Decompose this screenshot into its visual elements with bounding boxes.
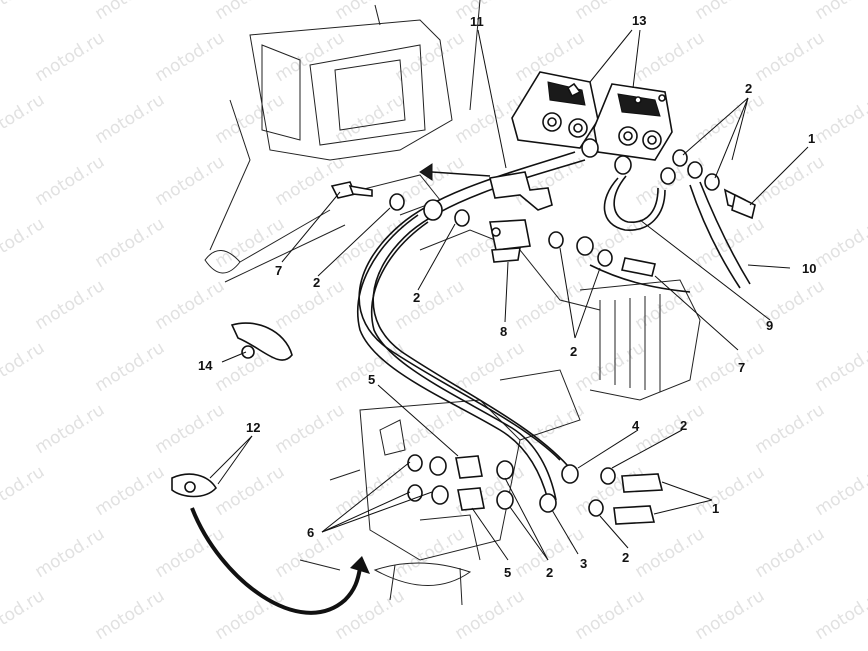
watermark-text: motod.ru [811,90,868,148]
watermark-text: motod.ru [91,462,168,520]
watermark-text: motod.ru [811,586,868,644]
watermark-text: motod.ru [691,90,768,148]
watermark-text: motod.ru [451,0,528,24]
callout-4: 4 [632,418,640,433]
watermark-text: motod.ru [31,152,108,210]
watermark-text: motod.ru [571,338,648,396]
callout-3: 3 [580,556,587,571]
callout-2-right: 2 [680,418,687,433]
callout-1-bottom: 1 [712,501,719,516]
callout-2-bottom-b: 2 [622,550,629,565]
watermark-text: motod.ru [31,276,108,334]
callout-5-top: 5 [368,372,375,387]
callout-13: 13 [632,13,646,28]
watermark-text: motod.ru [0,214,48,272]
watermark-text: motod.ru [751,152,828,210]
watermark-text: motod.ru [811,462,868,520]
callout-12: 12 [246,420,260,435]
watermark-text: motod.ru [0,586,48,644]
watermark-text: motod.ru [391,524,468,582]
relocation-arrow [190,507,370,615]
callout-9: 9 [766,318,773,333]
watermark-text: motod.ru [151,152,228,210]
watermark-text: motod.ru [451,586,528,644]
callout-5-bottom: 5 [504,565,511,580]
watermark-text: motod.ru [691,214,768,272]
watermark-text: motod.ru [631,400,708,458]
watermark-text: motod.ru [331,0,408,24]
watermark-text: motod.ru [151,400,228,458]
watermark-text: motod.ru [571,586,648,644]
watermark-text: motod.ru [691,0,768,24]
watermark-text: motod.ru [391,400,468,458]
watermark-text: motod.ru [0,90,48,148]
brake-hoses [357,151,751,501]
watermark-text: motod.ru [451,338,528,396]
callout-labels: 13 2 1 11 7 2 2 8 2 10 9 7 14 5 12 4 2 1… [198,13,816,580]
watermark-text: motod.ru [811,0,868,24]
watermark-text: motod.ru [271,276,348,334]
watermark-text: motod.ru [211,0,288,24]
watermark-text: motod.ru [511,276,588,334]
watermark-text: motod.ru [631,28,708,86]
callout-2-top-right: 2 [745,81,752,96]
watermark-text: motod.ru [691,338,768,396]
watermark-text: motod.ru [391,28,468,86]
callout-7-right: 7 [738,360,745,375]
watermark-text: motod.ru [391,276,468,334]
watermark-text: motod.ru [331,214,408,272]
callout-2-left: 2 [313,275,320,290]
caliper-bracket-right [593,83,673,161]
watermark-text: motod.ru [751,276,828,334]
watermark-text: motod.ru [31,400,108,458]
watermark-text: motod.ru [31,28,108,86]
callout-2-bottom-a: 2 [546,565,553,580]
watermark-text: motod.ru [811,338,868,396]
callout-10: 10 [802,261,816,276]
watermark-text: motod.ru [211,90,288,148]
watermark-text: motod.ru [0,0,48,24]
callout-11: 11 [470,14,484,29]
callout-2-mid: 2 [413,290,420,305]
watermark-text: motod.ru [211,586,288,644]
watermark-text: motod.ru [811,214,868,272]
watermark-text: motod.ru [31,524,108,582]
watermark-text: motod.ru [211,462,288,520]
watermark-text: motod.ru [331,586,408,644]
watermark-text: motod.ru [691,586,768,644]
watermark-text: motod.ru [751,524,828,582]
watermark-text: motod.ru [331,90,408,148]
watermark-text: motod.ru [91,586,168,644]
watermark-text: motod.ru [631,524,708,582]
watermark-text: motod.ru [91,338,168,396]
callout-14: 14 [198,358,213,373]
watermark-text: motod.ru [271,400,348,458]
callout-2-center: 2 [570,344,577,359]
callout-7-left: 7 [275,263,282,278]
callout-1-top: 1 [808,131,815,146]
watermark-text: motod.ru [91,90,168,148]
watermark-text: motod.ru [151,28,228,86]
watermark-text: motod.ru [751,28,828,86]
callout-6: 6 [307,525,314,540]
watermark-text: motod.ru [91,0,168,24]
watermark-text: motod.ru [691,462,768,520]
leader-lines [209,29,809,561]
frame-background [204,0,701,606]
watermark-text: motod.ru [0,338,48,396]
watermark-text: motod.ru [151,276,228,334]
callout-8: 8 [500,324,507,339]
watermark-text: motod.ru [271,28,348,86]
caliper-bracket-left [511,71,599,149]
watermark-text: motod.ru [91,214,168,272]
fittings [171,138,756,525]
watermark-text: motod.ru [331,462,408,520]
watermark-text: motod.ru [271,152,348,210]
watermark-text: motod.ru [0,462,48,520]
watermark-text: motod.ru [751,400,828,458]
